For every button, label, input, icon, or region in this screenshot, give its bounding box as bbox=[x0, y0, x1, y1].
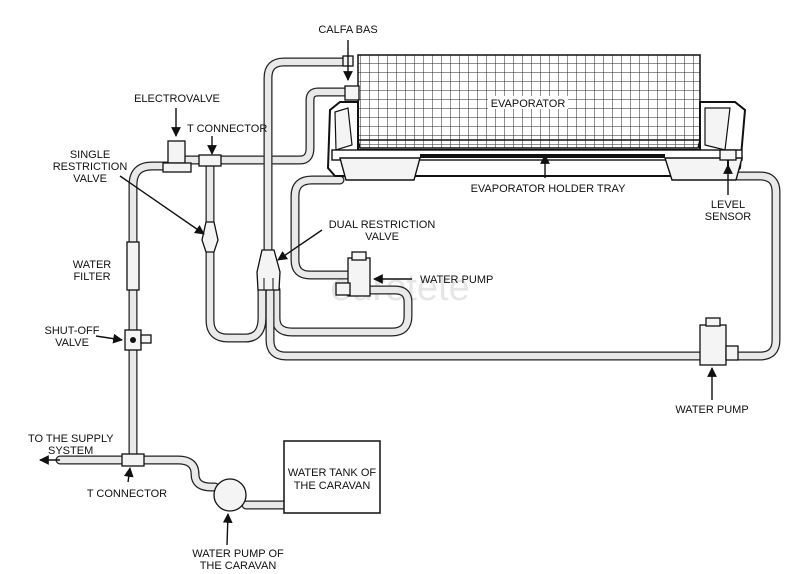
label-t-connector-bottom: T CONNECTOR bbox=[87, 488, 167, 500]
label-single-restriction-3: VALVE bbox=[73, 173, 107, 185]
label-t-connector-top: T CONNECTOR bbox=[187, 123, 267, 135]
label-tank-1: WATER TANK OF bbox=[288, 467, 376, 479]
label-tank-2: THE CARAVAN bbox=[294, 480, 371, 492]
electrovalve bbox=[162, 140, 192, 173]
label-supply-1: TO THE SUPPLY bbox=[28, 433, 114, 445]
label-dual-restriction-1: DUAL RESTRICTION bbox=[329, 219, 436, 231]
evaporator bbox=[357, 54, 701, 149]
label-calfa-bas: CALFA BAS bbox=[318, 24, 377, 36]
pipe-network bbox=[55, 57, 781, 510]
water-pump-caravan bbox=[213, 478, 247, 512]
label-pump-caravan-2: THE CARAVAN bbox=[200, 560, 277, 572]
label-pump-caravan-1: WATER PUMP OF bbox=[192, 548, 284, 560]
label-dual-restriction-2: VALVE bbox=[365, 231, 399, 243]
label-water-filter-2: FILTER bbox=[73, 271, 110, 283]
callout-arrows bbox=[39, 40, 733, 546]
t-connector-bottom bbox=[121, 453, 145, 467]
label-water-pump-center: WATER PUMP bbox=[420, 274, 493, 286]
label-shutoff-2: VALVE bbox=[55, 337, 89, 349]
label-single-restriction-2: RESTRICTION bbox=[53, 161, 128, 173]
evaporator-label: EVAPORATOR bbox=[491, 98, 566, 110]
label-evaporator-holder-tray: EVAPORATOR HOLDER TRAY bbox=[471, 183, 627, 195]
t-connector-top bbox=[198, 154, 222, 167]
dual-restriction-valve bbox=[256, 249, 281, 291]
label-level-sensor-2: SENSOR bbox=[705, 211, 752, 223]
label-electrovalve: ELECTROVALVE bbox=[134, 93, 220, 105]
water-tank bbox=[283, 440, 381, 514]
label-single-restriction-1: SINGLE bbox=[70, 149, 110, 161]
shutoff-valve bbox=[124, 329, 152, 351]
water-pump-right bbox=[699, 317, 739, 366]
label-shutoff-1: SHUT-OFF bbox=[45, 325, 100, 337]
label-supply-2: SYSTEM bbox=[48, 445, 93, 457]
calfa-bas-fitting bbox=[342, 55, 360, 101]
evaporator-label-bg bbox=[488, 96, 568, 109]
evaporator-holder-tray bbox=[326, 101, 747, 181]
single-restriction-valve bbox=[201, 221, 219, 253]
label-water-filter-1: WATER bbox=[73, 259, 112, 271]
water-pump-center bbox=[335, 251, 371, 297]
label-water-pump-right: WATER PUMP bbox=[675, 404, 748, 416]
water-filter bbox=[126, 241, 140, 291]
label-level-sensor-1: LEVEL bbox=[711, 199, 745, 211]
